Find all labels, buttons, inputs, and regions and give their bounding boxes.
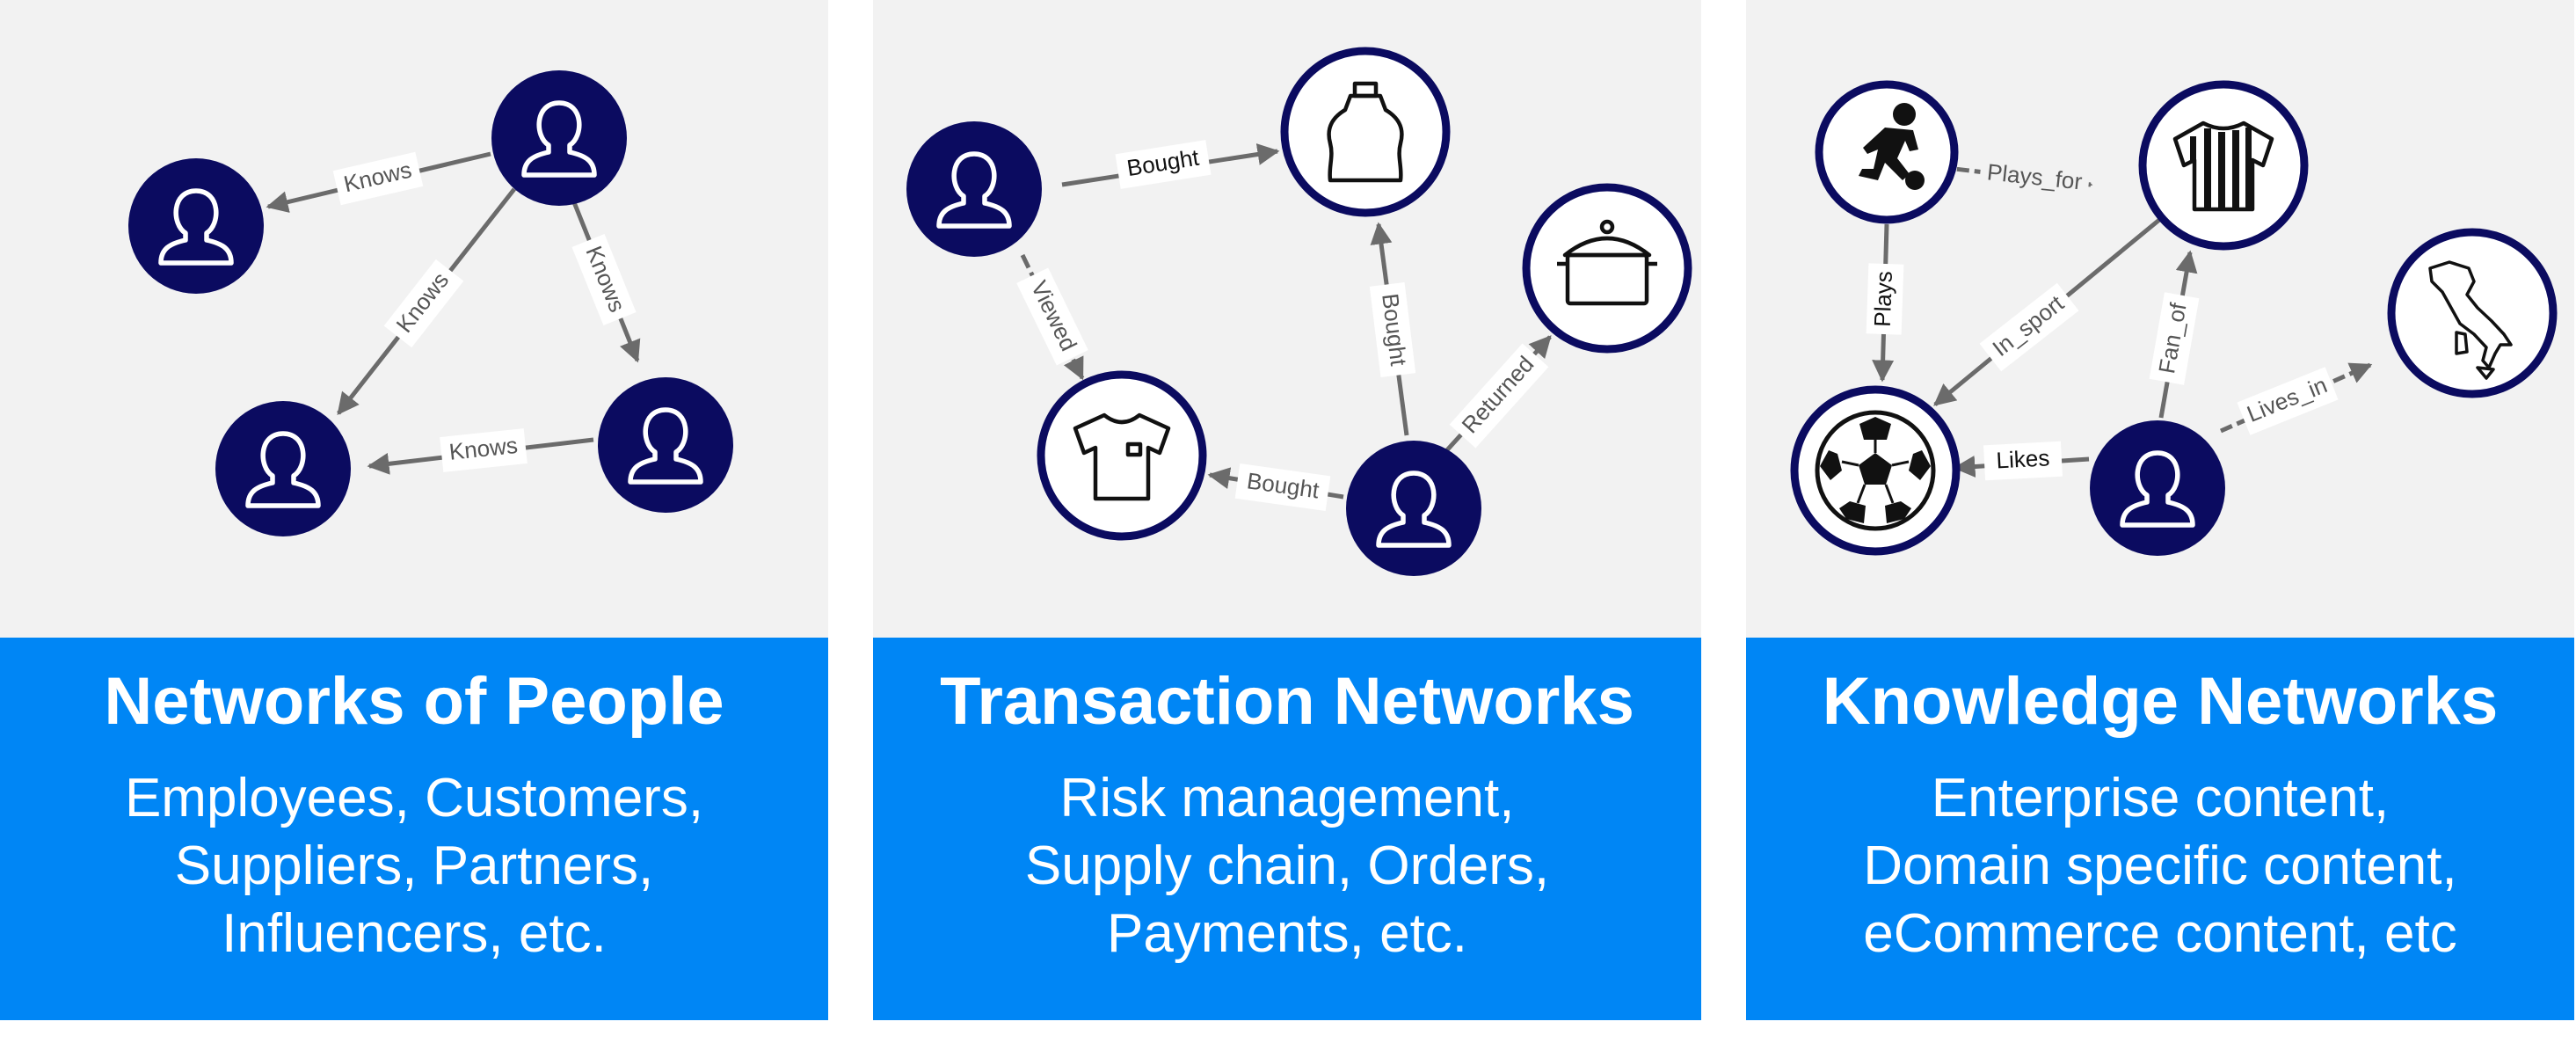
caption-line: Suppliers, Partners, (174, 835, 654, 896)
player-node (1815, 80, 1959, 224)
person-node-right (598, 377, 733, 513)
bottle-icon (1327, 81, 1404, 183)
caption-title: Knowledge Networks (1822, 664, 2499, 739)
caption-body: Enterprise content, Domain specific cont… (1746, 764, 2574, 967)
caption-line: Payments, etc. (1106, 903, 1468, 964)
edge-label-knows-3: Knows (383, 259, 464, 348)
edge-label-in-sport: In_sport (1979, 282, 2079, 372)
italy-map-icon (2428, 260, 2513, 380)
edge-label-bought-3: Bought (1234, 463, 1331, 512)
caption-line: Enterprise content, (1931, 768, 2390, 828)
edge-label-knows-1: Knows (332, 151, 424, 206)
jersey-icon (2172, 120, 2274, 212)
person-node-customer (1346, 441, 1481, 576)
svg-text:Plays: Plays (1869, 271, 1897, 328)
transaction-caption: Transaction Networks Risk management, Su… (873, 638, 1701, 1020)
panel-networks-of-people: Knows Knows Knows Knows (0, 0, 828, 1020)
svg-text:Likes: Likes (1996, 444, 2050, 473)
product-node-bottle (1280, 47, 1451, 217)
pot-icon (1557, 219, 1657, 306)
transaction-graph: Bought Viewed Bought Bought Returned (873, 0, 1701, 638)
edge-label-returned: Returned (1449, 343, 1549, 449)
edge-label-knows-4: Knows (440, 428, 528, 472)
country-node-italy (2387, 228, 2558, 398)
caption-line: eCommerce content, etc (1863, 903, 2457, 964)
caption-title: Transaction Networks (940, 664, 1634, 739)
knowledge-graph-svg: Plays_for Plays In_sport Fan_of Lives_in… (1790, 80, 2558, 556)
edge-label-viewed: Viewed (1016, 267, 1088, 366)
edge-label-lives-in: Lives_in (2237, 367, 2339, 435)
caption-body: Risk management, Supply chain, Orders, P… (873, 764, 1701, 967)
panel-transaction-networks: Bought Viewed Bought Bought Returned (873, 0, 1701, 1020)
edge-label-knows-2: Knows (571, 234, 637, 325)
panel-knowledge-networks: Plays_for Plays In_sport Fan_of Lives_in… (1746, 0, 2574, 1020)
product-node-shirt (1037, 370, 1207, 541)
person-node-top (491, 70, 627, 206)
edge-label-plays-for: Plays_for (1978, 155, 2091, 202)
caption-body: Employees, Customers, Suppliers, Partner… (0, 764, 828, 967)
edge-label-bought-2: Bought (1369, 281, 1416, 378)
caption-line: Influencers, etc. (222, 903, 607, 964)
people-graph-svg: Knows Knows Knows Knows (128, 70, 733, 536)
knowledge-graph: Plays_for Plays In_sport Fan_of Lives_in… (1746, 0, 2574, 638)
svg-text:Returned: Returned (1456, 351, 1539, 439)
person-node-bottom-left (215, 401, 351, 536)
edge-label-plays: Plays (1866, 263, 1904, 335)
tshirt-icon (1073, 412, 1171, 501)
people-caption: Networks of People Employees, Customers,… (0, 638, 828, 1020)
people-graph: Knows Knows Knows Knows (0, 0, 828, 638)
soccer-player-icon (1859, 103, 1925, 190)
person-node-buyer (906, 121, 1042, 257)
caption-title: Networks of People (104, 664, 724, 739)
sport-node-soccer (1790, 385, 1961, 556)
product-node-pot (1522, 183, 1692, 354)
soccer-ball-icon (1815, 410, 1936, 531)
caption-line: Supply chain, Orders, (1024, 835, 1550, 896)
person-node-fan (2090, 420, 2225, 556)
transaction-graph-svg: Bought Viewed Bought Bought Returned (906, 47, 1692, 576)
caption-line: Domain specific content, (1863, 835, 2457, 896)
edge-label-bought-1: Bought (1115, 140, 1212, 189)
caption-line: Employees, Customers, (124, 768, 704, 828)
team-node-jersey (2138, 80, 2309, 251)
edge-label-likes: Likes (1983, 441, 2063, 481)
caption-line: Risk management, (1059, 768, 1515, 828)
edge-label-fan-of: Fan_of (2149, 292, 2200, 385)
knowledge-caption: Knowledge Networks Enterprise content, D… (1746, 638, 2574, 1020)
person-node-left (128, 158, 264, 294)
